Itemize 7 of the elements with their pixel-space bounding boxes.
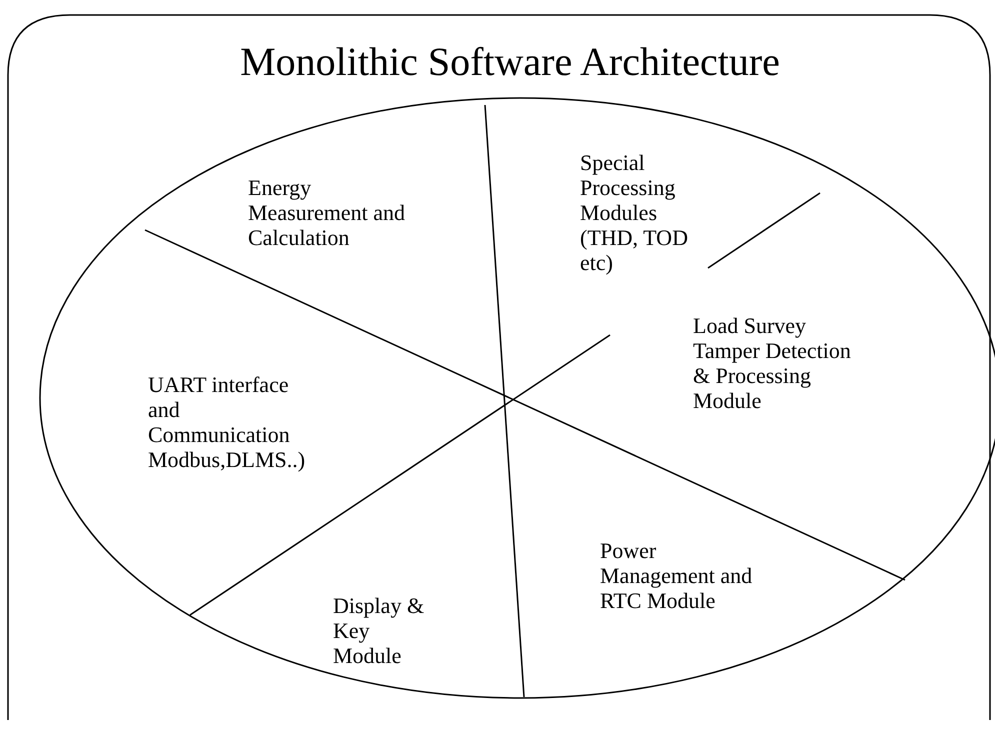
sector-label: Special Processing Modules (THD, TOD etc) — [580, 150, 698, 275]
sector-label: Energy Measurement and Calculation — [248, 175, 418, 250]
sector-label: Power Management and RTC Module — [600, 538, 765, 613]
sector-label: Load Survey Tamper Detection & Processing Module — [693, 313, 865, 413]
diagram-title: Monolithic Software Architecture — [239, 38, 781, 85]
sector-label: UART interface and Communication Modbus,DLMS..) — [148, 372, 303, 472]
sector-label: Display & Key Module — [333, 593, 425, 668]
